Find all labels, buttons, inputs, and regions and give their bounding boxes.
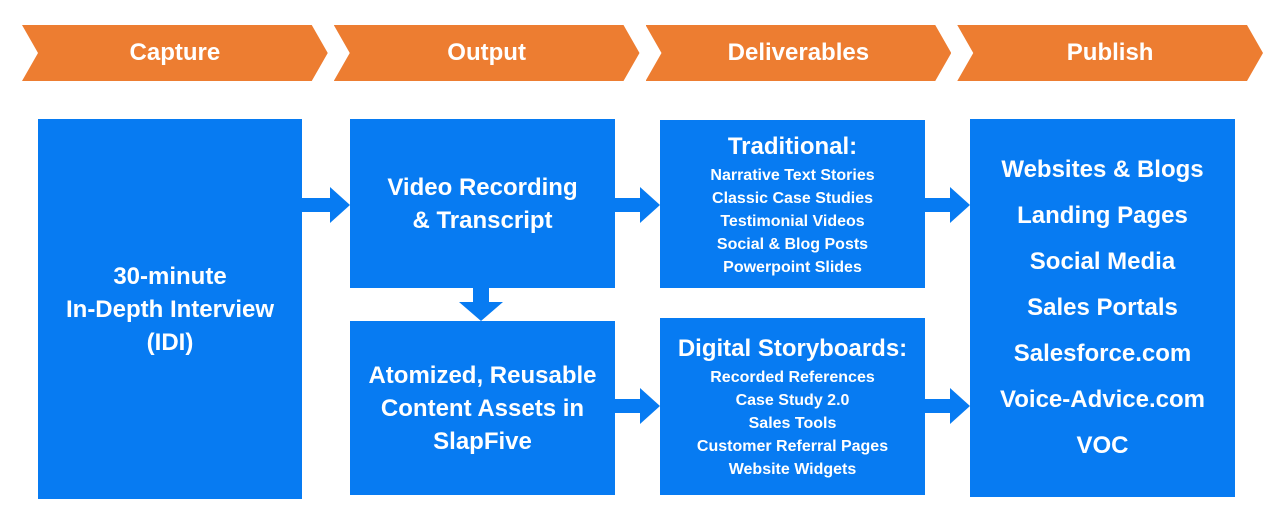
atomized-content-line: SlapFive xyxy=(433,427,532,455)
stage-label-output: Output xyxy=(447,39,526,66)
list-item: Testimonial Videos xyxy=(720,212,865,230)
arrow-head xyxy=(950,388,970,424)
list-item: Salesforce.com xyxy=(1013,340,1192,367)
stage-label-deliverables: Deliverables xyxy=(727,39,870,66)
arrow-head xyxy=(640,187,660,223)
video-recording-box: Video Recording & Transcript xyxy=(350,119,615,288)
arrow-head xyxy=(330,187,350,223)
stage-label-publish: Publish xyxy=(1066,39,1154,66)
list-item: Powerpoint Slides xyxy=(723,258,862,276)
list-item: Landing Pages xyxy=(1017,202,1188,229)
stage-banner: Capture Output Deliverables Publish xyxy=(22,25,1263,81)
arrow-shaft xyxy=(615,399,640,413)
arrow-head xyxy=(950,187,970,223)
atomized-content-line: Atomized, Reusable xyxy=(368,361,597,389)
digital-storyboards-heading: Digital Storyboards: xyxy=(677,335,908,362)
stage-chevron-output: Output xyxy=(334,25,640,81)
list-item: Social & Blog Posts xyxy=(716,235,869,253)
stage-chevron-publish: Publish xyxy=(957,25,1263,81)
arrow-down-icon xyxy=(459,288,503,321)
capture-box: 30-minute In-Depth Interview (IDI) xyxy=(38,119,302,499)
list-item: Narrative Text Stories xyxy=(710,166,875,184)
atomized-content-box: Atomized, Reusable Content Assets in Sla… xyxy=(350,321,615,495)
digital-storyboards-box: Digital Storyboards: Recorded References… xyxy=(660,318,925,495)
arrow-head xyxy=(640,388,660,424)
list-item: Recorded References xyxy=(710,369,875,386)
list-item: VOC xyxy=(1076,432,1129,459)
traditional-deliverables-box: Traditional: Narrative Text Stories Clas… xyxy=(660,120,925,288)
capture-box-line: 30-minute xyxy=(113,262,227,290)
list-item: Sales Tools xyxy=(748,415,837,432)
list-item: Classic Case Studies xyxy=(712,189,873,207)
list-item: Social Media xyxy=(1029,248,1176,275)
list-item: Website Widgets xyxy=(728,461,857,478)
arrow-shaft xyxy=(925,399,950,413)
arrow-shaft xyxy=(925,198,950,212)
list-item: Sales Portals xyxy=(1027,294,1178,321)
traditional-heading: Traditional: xyxy=(727,132,858,160)
capture-box-line: In-Depth Interview xyxy=(65,295,275,323)
list-item: Case Study 2.0 xyxy=(735,392,850,409)
list-item: Customer Referral Pages xyxy=(696,438,889,455)
list-item: Voice-Advice.com xyxy=(1000,386,1205,413)
arrow-head xyxy=(459,302,503,321)
capture-box-line: (IDI) xyxy=(146,328,194,356)
list-item: Websites & Blogs xyxy=(1001,156,1204,183)
atomized-content-line: Content Assets in xyxy=(380,394,585,422)
arrow-shaft xyxy=(615,198,640,212)
arrow-shaft xyxy=(473,288,489,302)
stage-label-capture: Capture xyxy=(129,39,221,66)
stage-chevron-deliverables: Deliverables xyxy=(646,25,952,81)
video-recording-line: Video Recording xyxy=(387,173,578,201)
arrow-shaft xyxy=(302,198,330,212)
publish-channels-box: Websites & Blogs Landing Pages Social Me… xyxy=(970,119,1235,497)
stage-chevron-capture: Capture xyxy=(22,25,328,81)
video-recording-line: & Transcript xyxy=(412,206,553,234)
